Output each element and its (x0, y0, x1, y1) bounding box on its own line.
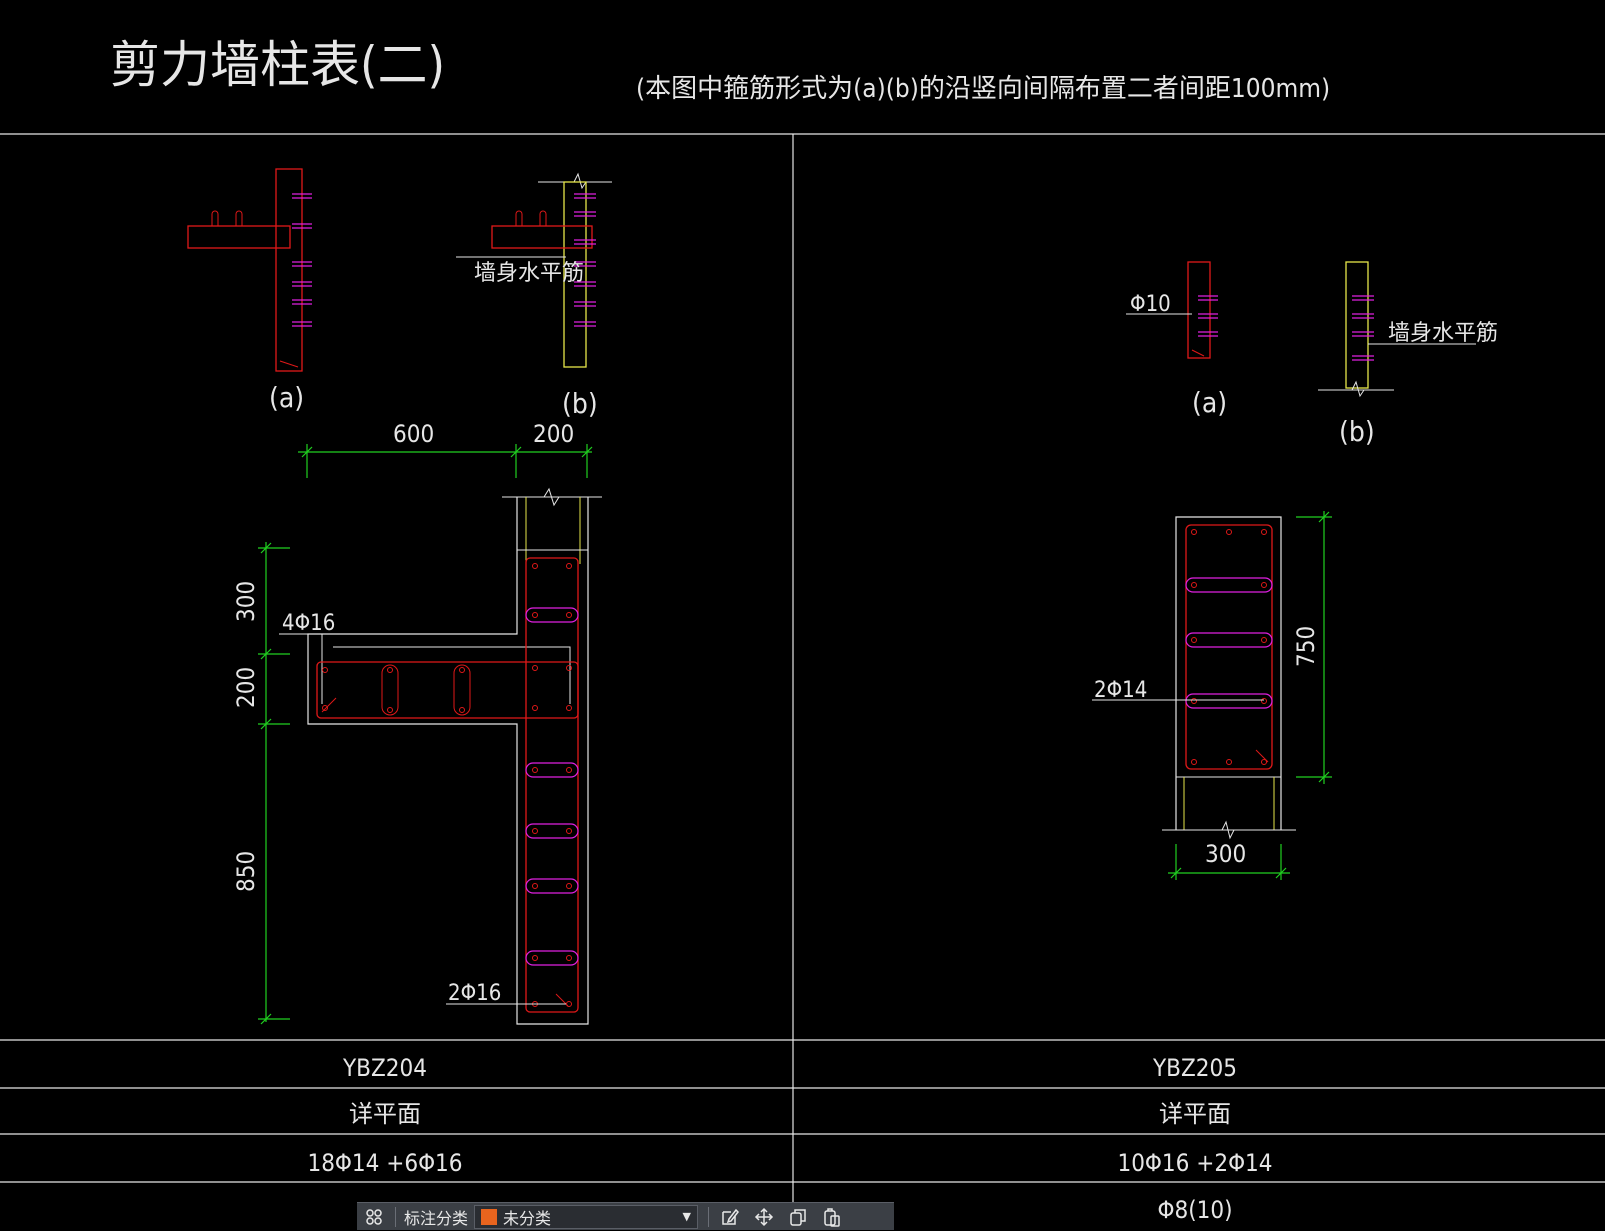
table-cell-left-2: 18Φ14 +6Φ16 (307, 1149, 462, 1177)
column-table: YBZ204 YBZ205 详平面 详平面 18Φ14 +6Φ16 10Φ16 … (307, 1054, 1272, 1224)
paste-icon[interactable] (815, 1203, 849, 1231)
left-stirrup-a (187, 168, 312, 372)
right-dimensions (1168, 511, 1332, 880)
dim-200-side: 200 (232, 667, 260, 708)
left-label-a: (a) (269, 381, 304, 414)
category-select[interactable]: 未分类 ▼ (474, 1204, 699, 1229)
left-t-section (279, 487, 602, 1025)
category-select-value: 未分类 (503, 1208, 552, 1228)
frame-lines (0, 133, 1605, 1230)
left-label-b: (b) (562, 387, 598, 420)
left-rebar (316, 557, 579, 1013)
right-label-a: (a) (1192, 386, 1227, 419)
left-side-dimension (258, 542, 290, 1025)
dim-300-right: 300 (1205, 840, 1246, 868)
right-stirrup-a (1126, 261, 1218, 359)
left-rebar-4phi16: 4Φ16 (282, 611, 335, 636)
right-stirrup-b (1318, 261, 1476, 398)
annotation-toolbar: 标注分类 未分类 ▼ (357, 1202, 894, 1230)
table-cell-right-0: YBZ205 (1152, 1054, 1237, 1082)
left-stirrup-b (456, 172, 612, 368)
drawing-title: 剪力墙柱表(二) (110, 36, 445, 94)
grid-icon[interactable] (357, 1203, 391, 1231)
move-icon[interactable] (747, 1203, 781, 1231)
dim-850: 850 (232, 851, 260, 892)
edit-icon[interactable] (713, 1203, 747, 1231)
left-wall-horizontal-bar: 墙身水平筋 (474, 261, 584, 286)
chevron-down-icon: ▼ (682, 1210, 692, 1223)
dim-200-top: 200 (533, 420, 574, 448)
drawing-note: (本图中箍筋形式为(a)(b)的沿竖向间隔布置二者间距100mm) (636, 74, 1330, 104)
table-cell-right-2: 10Φ16 +2Φ14 (1117, 1149, 1272, 1177)
dim-600: 600 (393, 420, 434, 448)
copy-icon[interactable] (781, 1203, 815, 1231)
left-top-dimension (298, 444, 593, 478)
right-column-section (1092, 516, 1296, 840)
table-cell-left-1: 详平面 (349, 1100, 421, 1128)
table-cell-left-0: YBZ204 (342, 1054, 427, 1082)
toolbar-divider (395, 1206, 396, 1227)
right-rebar-2phi14: 2Φ14 (1094, 678, 1147, 703)
category-color-swatch (481, 1208, 498, 1225)
right-phi10: Φ10 (1130, 292, 1171, 317)
toolbar-divider (708, 1206, 710, 1227)
table-cell-right-1: 详平面 (1159, 1100, 1231, 1128)
annotation-category-label: 标注分类 (404, 1208, 469, 1228)
dim-750: 750 (1292, 626, 1320, 667)
dim-300: 300 (232, 581, 260, 622)
right-wall-horizontal-bar: 墙身水平筋 (1388, 321, 1498, 346)
right-label-b: (b) (1339, 415, 1375, 448)
table-cell-right-3: Φ8(10) (1157, 1196, 1232, 1224)
left-rebar-2phi16: 2Φ16 (448, 981, 501, 1006)
